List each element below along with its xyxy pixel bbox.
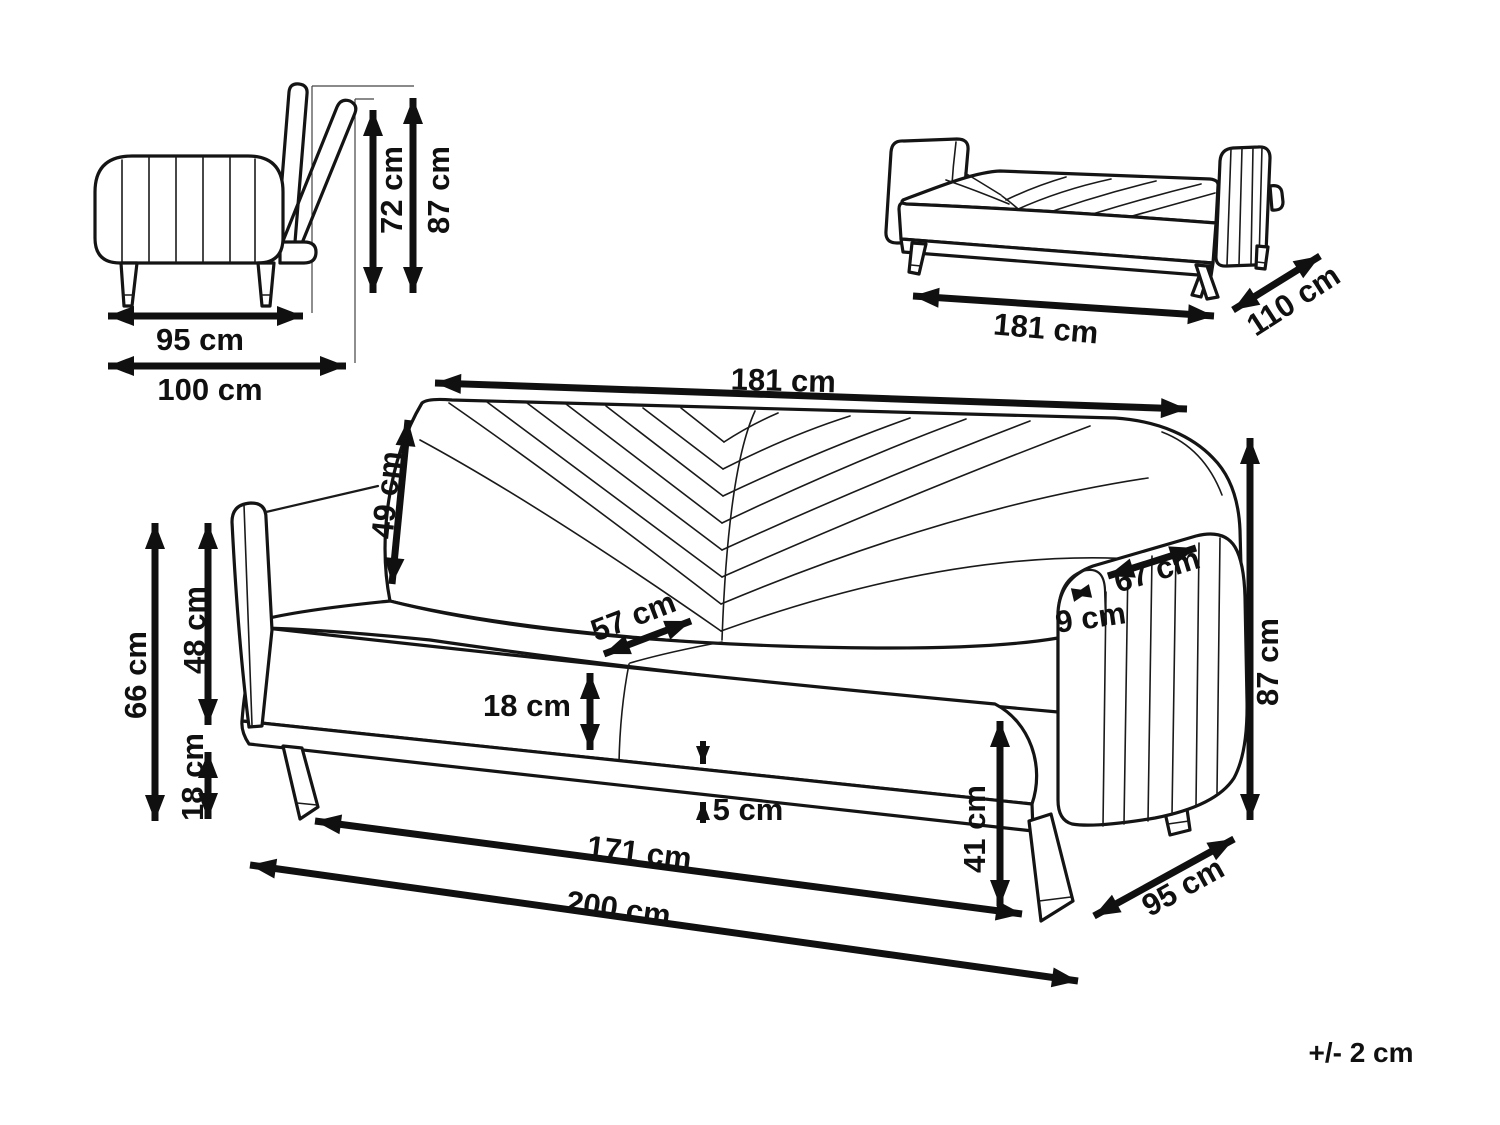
side-body xyxy=(93,154,285,265)
dim-label-main-armrest-height: 66 cm xyxy=(118,631,153,719)
side-backrest-reclined xyxy=(279,98,358,250)
dim-arrow-main-49 xyxy=(384,419,416,585)
side-view: 95 cm 100 cm 72 cm 87 cm xyxy=(93,82,456,407)
main-armrest-right-cap xyxy=(1056,568,1108,626)
dim-label-main-armrest-above-base: 48 cm xyxy=(177,586,212,674)
main-backrest-quilting xyxy=(419,401,1223,641)
bed-view: 181 cm 110 cm xyxy=(884,137,1346,351)
dim-label-main-cushion-thickness: 18 cm xyxy=(483,688,571,723)
main-armrest-left xyxy=(230,501,274,729)
dim-arrow-bed-181 xyxy=(912,287,1215,325)
main-leg-front-right xyxy=(1027,812,1075,923)
dim-arrow-bed-110 xyxy=(1231,253,1322,313)
dim-label-side-total-height: 87 cm xyxy=(421,146,456,234)
main-seat-front-seam xyxy=(618,663,630,764)
dim-label-bed-length: 181 cm xyxy=(992,307,1100,351)
dim-label-main-total-height: 87 cm xyxy=(1250,618,1285,706)
side-body-stitching xyxy=(121,156,256,263)
dim-label-main-total-depth: 95 cm xyxy=(1136,850,1230,923)
main-leg-front-left xyxy=(281,744,320,821)
dim-label-main-total-width: 200 cm xyxy=(564,884,673,933)
bed-right-armrest-channels xyxy=(1226,146,1263,266)
main-armrest-right-channels xyxy=(1102,537,1221,827)
main-leg-back-right-cap xyxy=(1167,820,1190,825)
tolerance-note: +/- 2 cm xyxy=(1308,1037,1413,1068)
dim-arrow-main-67 xyxy=(1106,544,1198,580)
dim-label-side-backrest-height: 72 cm xyxy=(374,146,409,234)
dim-arrow-main-181 xyxy=(434,373,1188,419)
side-leg-left xyxy=(119,261,139,308)
main-view: 181 cm 49 cm 57 cm 18 cm 5 cm 171 cm 200… xyxy=(118,362,1285,988)
dim-label-main-base-height: 5 cm xyxy=(713,792,784,827)
side-backrest-upright xyxy=(275,82,309,244)
bed-leg-left-cap xyxy=(910,264,922,267)
main-armrest-left-crease xyxy=(243,504,253,726)
bed-mechanism-knob xyxy=(1268,184,1285,212)
bed-leg-right-cap xyxy=(1256,261,1267,264)
bed-leg-left xyxy=(907,241,928,276)
dim-label-main-leg-height: 18 cm xyxy=(175,733,210,821)
main-seat-front xyxy=(240,626,1039,806)
bed-mattress-front xyxy=(897,201,1218,265)
dim-arrow-main-57 xyxy=(602,617,693,658)
dim-label-main-legs-span: 171 cm xyxy=(585,829,694,877)
side-leg-right xyxy=(256,261,276,308)
dim-arrow-main-95 xyxy=(1092,835,1236,920)
bed-leg-right xyxy=(1254,244,1270,271)
dim-label-main-back-width: 181 cm xyxy=(730,362,836,400)
main-leg-front-left-cap xyxy=(296,802,318,806)
side-seat-platform xyxy=(278,240,318,265)
dim-arrow-main-200 xyxy=(249,858,1079,988)
dim-label-main-seat-height: 41 cm xyxy=(957,785,992,873)
dim-label-side-total-depth: 100 cm xyxy=(157,372,262,407)
dim-arrow-main-9 xyxy=(1070,584,1093,602)
main-armrest-left-top-edge xyxy=(264,484,380,514)
dim-label-side-seat-depth: 95 cm xyxy=(156,322,244,357)
